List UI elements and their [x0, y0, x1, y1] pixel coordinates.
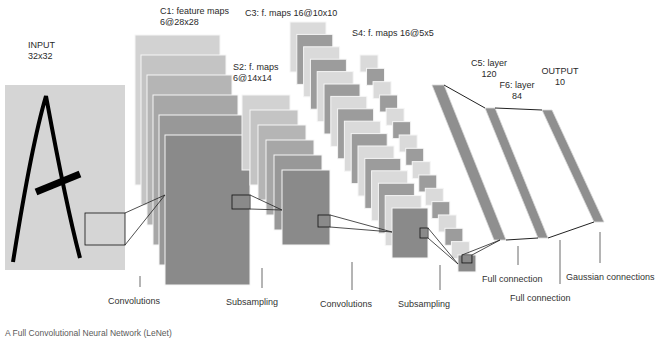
operation-label: Convolutions	[320, 299, 372, 309]
stage-label-holder: Convolutions	[320, 293, 372, 311]
stage-label-holder: Full connection	[510, 287, 571, 305]
receptive-field	[318, 215, 330, 227]
front-map-box	[458, 255, 476, 272]
feature-map-shape	[135, 35, 250, 285]
front-map-box	[282, 170, 330, 245]
stage-label-holder: Subsampling	[226, 291, 278, 309]
layer-heading: INPUT 32x32	[28, 40, 64, 62]
stage-label-holder: Subsampling	[398, 293, 450, 311]
leader-tick	[560, 240, 561, 284]
leader-tick	[518, 246, 519, 265]
receptive-field	[420, 228, 428, 238]
front-map-box	[165, 135, 250, 285]
front-map-box	[392, 208, 428, 258]
layer-band-fill	[542, 110, 604, 222]
receptive-field	[85, 213, 125, 245]
stage-label-holder: Convolutions	[108, 290, 160, 308]
layer-stack: C3: f. maps 16@10x10	[245, 8, 430, 260]
layer-heading: S4: f. maps 16@5x5	[352, 28, 434, 39]
letter-stroke	[13, 96, 80, 262]
operation-label: Full connection	[510, 293, 571, 303]
layer-band-shape	[485, 108, 548, 238]
receptive-field	[462, 255, 472, 263]
leader-tick	[600, 232, 601, 263]
input-image	[5, 85, 125, 270]
feature-map-shape	[5, 85, 125, 270]
operation-label: Subsampling	[226, 297, 278, 307]
feature-map-shape	[242, 95, 330, 245]
letter-stroke	[36, 174, 80, 192]
leader-tick	[440, 265, 441, 290]
front-map-box	[485, 108, 548, 238]
layer-heading: C5: layer 120	[466, 58, 512, 80]
layer-stack: S4: f. maps 16@5x5	[352, 28, 478, 274]
layer-band-shape	[432, 85, 506, 240]
layer-heading: S2: f. maps 6@14x14	[233, 62, 291, 84]
feature-map	[458, 255, 476, 272]
front-map-box	[542, 110, 604, 222]
stage-label-holder: Gaussian connections	[566, 266, 655, 284]
operation-label: Gaussian connections	[566, 272, 655, 282]
feature-map	[392, 208, 428, 258]
layer-band: OUTPUT 10	[538, 66, 606, 224]
layer-heading: OUTPUT 10	[538, 66, 582, 88]
layer-stack: C1: feature maps 6@28x28	[135, 6, 252, 287]
operation-label: Subsampling	[398, 299, 450, 309]
feature-map-shape	[360, 55, 476, 272]
layer-heading: F6: layer 84	[494, 80, 540, 102]
feature-map-shape	[290, 22, 428, 258]
operation-label: Full connection	[482, 274, 543, 284]
layer-band: F6: layer 84	[485, 80, 550, 240]
leader-tick	[140, 276, 141, 287]
caption-holder: A Full Convolutional Neural Network (LeN…	[5, 322, 172, 340]
leader-tick	[262, 268, 263, 288]
layer-band-shape	[542, 110, 604, 222]
front-map-box	[432, 85, 506, 240]
feature-map	[282, 170, 330, 245]
layer-heading: C1: feature maps 6@28x28	[160, 6, 244, 28]
figure-caption: A Full Convolutional Neural Network (LeN…	[5, 328, 172, 338]
layer-stack: S2: f. maps 6@14x14	[233, 62, 332, 247]
stage-label-holder: Full connection	[482, 268, 543, 286]
receptive-field	[232, 195, 250, 209]
layer-heading: C3: f. maps 16@10x10	[245, 8, 337, 19]
leader-tick	[352, 262, 353, 290]
feature-map	[165, 135, 250, 285]
operation-label: Convolutions	[108, 296, 160, 306]
layer-stack: INPUT 32x32	[5, 40, 127, 272]
layer-band-fill	[485, 108, 548, 238]
front-map-box	[5, 85, 125, 270]
